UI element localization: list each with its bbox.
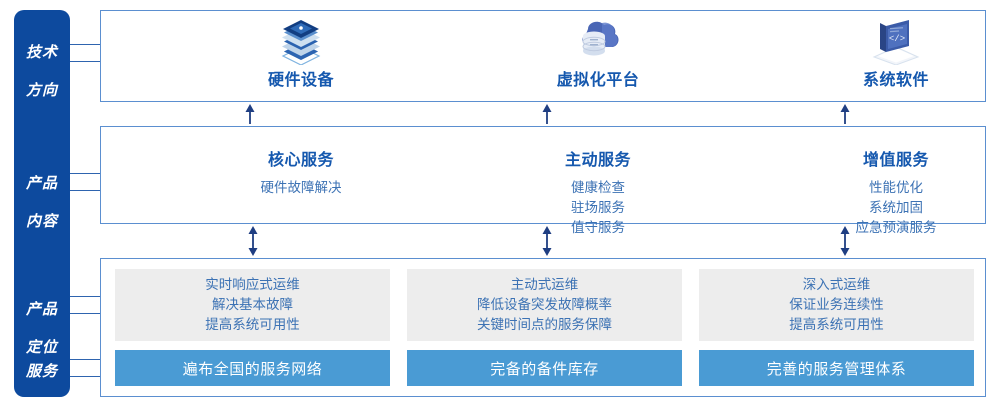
positioning-card-proactive-ops[interactable]: 主动式运维 降低设备突发故障概率 关键时间点的服务保障 (407, 269, 682, 341)
tech-label-hardware: 硬件设备 (267, 72, 334, 89)
positioning-line: 提高系统可用性 (789, 317, 884, 332)
svg-text:</>: </> (889, 34, 905, 44)
tech-column-hardware[interactable]: 硬件设备 (206, 11, 396, 103)
sidebar-item-product-content[interactable]: 产品 内容 (14, 155, 70, 250)
tech-column-virtualization[interactable]: 虚拟化平台 (503, 11, 693, 103)
advantage-label: 遍布全国的服务网络 (182, 360, 323, 378)
arrow-bi-right (840, 226, 850, 256)
connector-tech-bottom (70, 61, 101, 62)
sidebar-label-line: 技术 (25, 44, 58, 61)
content-title-value-added-service: 增值服务 (862, 152, 929, 169)
positioning-line: 保证业务连续性 (789, 297, 884, 312)
advantage-bar-spare-parts-inventory[interactable]: 完备的备件库存 (407, 350, 682, 386)
advantage-bar-nationwide-network[interactable]: 遍布全国的服务网络 (115, 350, 390, 386)
connector-advantage-top (70, 359, 101, 360)
arrow-up-virtualization (542, 104, 552, 124)
sidebar-rail (14, 10, 70, 397)
cloud-database-icon (582, 21, 619, 56)
positioning-card-realtime-ops[interactable]: 实时响应式运维 解决基本故障 提高系统可用性 (115, 269, 390, 341)
positioning-advantage-box: 实时响应式运维 解决基本故障 提高系统可用性 主动式运维 降低设备突发故障概率 … (100, 258, 986, 397)
content-line: 应急预演服务 (855, 220, 937, 235)
positioning-line: 关键时间点的服务保障 (477, 317, 612, 332)
connector-positioning-bottom (70, 313, 101, 314)
sidebar-item-service-advantage[interactable]: 服务 优势 (14, 343, 70, 407)
arrow-bi-left (248, 226, 258, 256)
positioning-line: 主动式运维 (510, 277, 579, 292)
content-line: 值守服务 (571, 220, 625, 235)
content-line: 健康检查 (571, 180, 625, 195)
tech-label-system-software: 系统软件 (862, 72, 929, 89)
advantage-label: 完备的备件库存 (490, 360, 599, 378)
content-column-value-added-service[interactable]: 增值服务 性能优化 系统加固 应急预演服务 (801, 127, 991, 235)
connector-tech-top (70, 44, 101, 45)
tech-column-system-software[interactable]: </> 系统软件 (801, 11, 991, 103)
sidebar-label-line: 内容 (25, 213, 58, 230)
advantage-label: 完善的服务管理体系 (766, 360, 907, 378)
laptop-code-icon: </> (872, 20, 920, 65)
product-content-box: 核心服务 硬件故障解决 主动服务 健康检查 驻场服务 值守服务 增值服务 性能优… (100, 126, 986, 235)
sidebar-item-tech-direction[interactable]: 技术 方向 (14, 24, 70, 119)
sidebar-label-line: 定位 (25, 339, 58, 356)
content-line: 性能优化 (869, 180, 923, 195)
sidebar-label-line: 产品 (25, 301, 58, 318)
positioning-line: 实时响应式运维 (205, 277, 300, 292)
sidebar-label-line: 优势 (14, 400, 70, 407)
content-line: 系统加固 (869, 200, 923, 215)
sidebar-label-line: 产品 (25, 175, 58, 192)
arrow-up-system-software (840, 104, 850, 124)
content-column-core-service[interactable]: 核心服务 硬件故障解决 (206, 127, 396, 225)
positioning-card-indepth-ops[interactable]: 深入式运维 保证业务连续性 提高系统可用性 (699, 269, 974, 341)
connector-content-bottom (70, 190, 101, 191)
content-title-proactive-service: 主动服务 (564, 152, 631, 169)
arrow-bi-middle (542, 226, 552, 256)
positioning-line: 提高系统可用性 (205, 317, 300, 332)
content-line: 硬件故障解决 (260, 180, 342, 195)
content-line: 驻场服务 (571, 200, 625, 215)
positioning-line: 解决基本故障 (212, 297, 293, 312)
tech-direction-box: 硬件设备 虚拟化平台 (100, 10, 986, 102)
content-title-core-service: 核心服务 (267, 152, 334, 169)
connector-advantage-bottom (70, 376, 101, 377)
tech-label-virtualization: 虚拟化平台 (556, 72, 640, 89)
advantage-bar-service-management-system[interactable]: 完善的服务管理体系 (699, 350, 974, 386)
connector-positioning-top (70, 296, 101, 297)
connector-content-top (70, 173, 101, 174)
content-column-proactive-service[interactable]: 主动服务 健康检查 驻场服务 值守服务 (503, 127, 693, 235)
server-stack-icon (281, 20, 321, 65)
sidebar-label-line: 方向 (25, 82, 58, 99)
positioning-line: 降低设备突发故障概率 (477, 297, 612, 312)
arrow-up-hardware (245, 104, 255, 124)
sidebar-item-product-positioning[interactable]: 产品 定位 (14, 281, 70, 376)
sidebar-label-line: 服务 (25, 363, 58, 380)
positioning-line: 深入式运维 (802, 277, 871, 292)
